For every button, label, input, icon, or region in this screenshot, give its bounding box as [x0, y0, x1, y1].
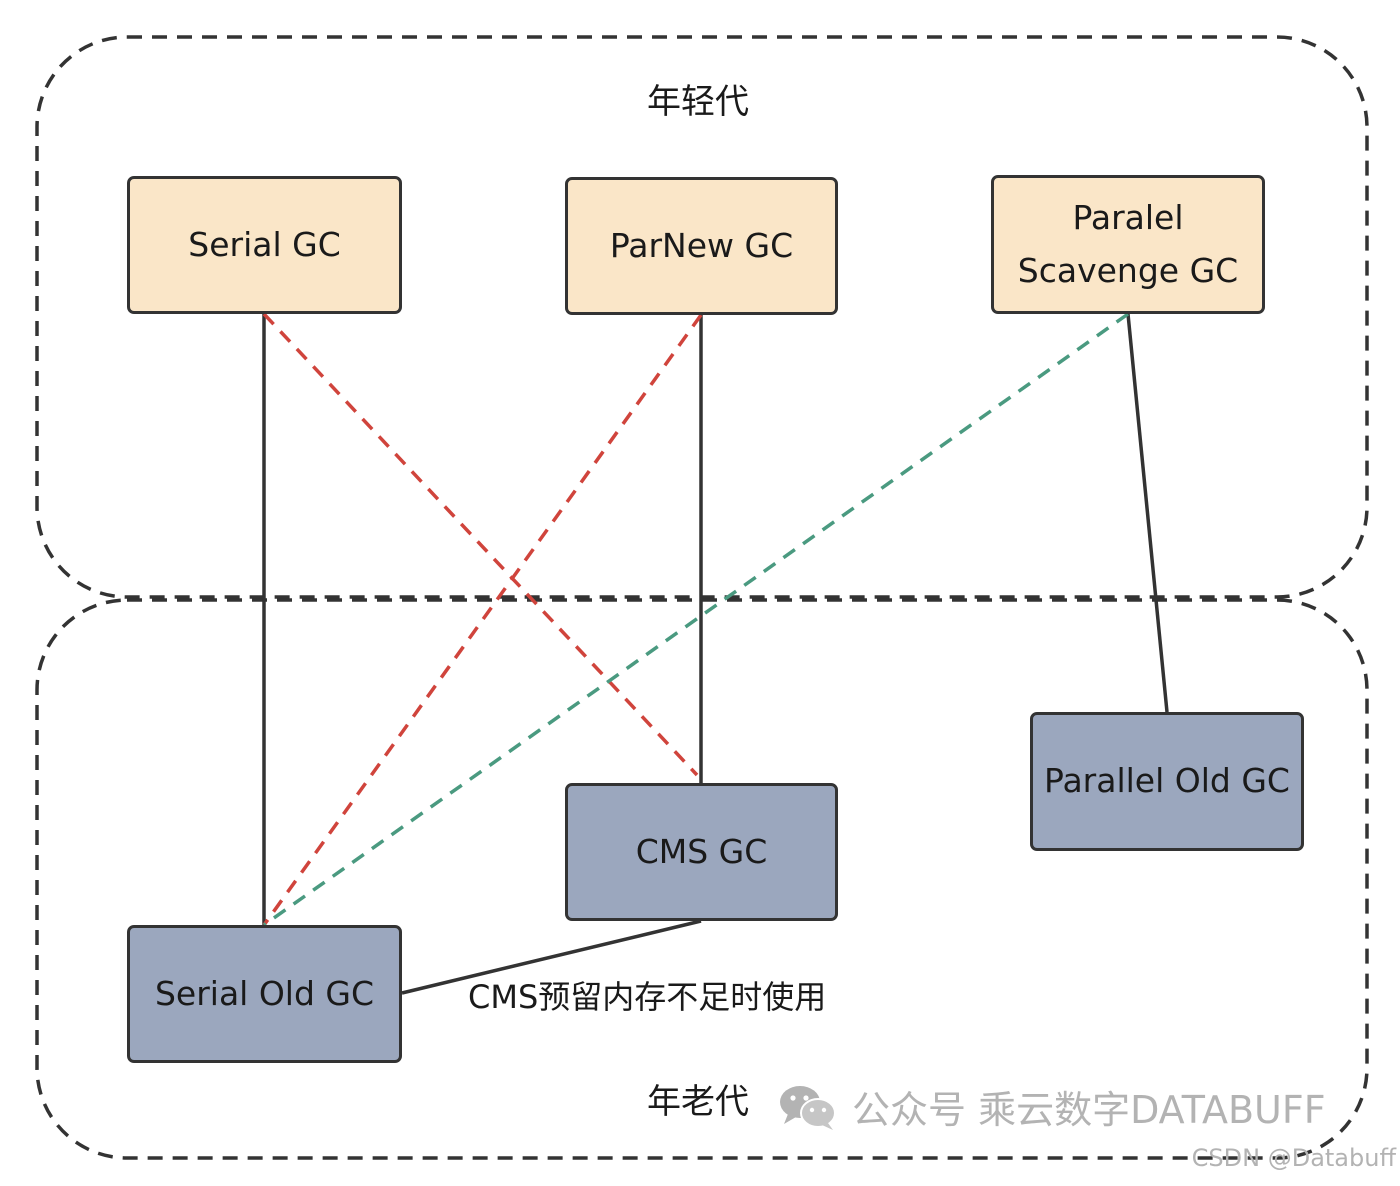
edge-parnew-to-serial-old-dashed [262, 313, 703, 927]
edge-parallel-scavenge-to-parallel-old [1126, 313, 1169, 713]
parallel-scavenge-gc-label: Paralel Scavenge GC [1017, 197, 1239, 290]
cms-fallback-note: CMS预留内存不足时使用 [468, 978, 827, 1016]
edge-parallel-scavenge-to-serial-old-dashed [262, 312, 1130, 927]
old-generation-label: 年老代 [647, 1082, 749, 1122]
parallel-scavenge-gc-box: Paralel Scavenge GC [991, 175, 1265, 314]
cms-gc-box: CMS GC [565, 783, 838, 921]
cms-gc-label: CMS GC [635, 831, 768, 871]
wechat-watermark: 公众号 乘云数字DATABUFF [778, 1079, 1326, 1134]
parnew-gc-box: ParNew GC [565, 177, 838, 315]
wechat-icon [780, 1085, 836, 1130]
csdn-watermark: CSDN @Databuff [1191, 1144, 1396, 1172]
serial-gc-box: Serial GC [127, 176, 402, 314]
serial-old-gc-label: Serial Old GC [154, 973, 375, 1013]
parallel-old-gc-box: Parallel Old GC [1030, 712, 1304, 851]
serial-old-gc-box: Serial Old GC [127, 925, 402, 1063]
serial-gc-label: Serial GC [188, 224, 341, 264]
parnew-gc-label: ParNew GC [609, 225, 794, 265]
young-generation-label: 年轻代 [647, 82, 749, 122]
edge-serial-to-cms-dashed [262, 312, 699, 777]
watermark-text: 公众号 乘云数字DATABUFF [852, 1088, 1326, 1132]
parallel-old-gc-label: Parallel Old GC [1044, 761, 1290, 801]
edge-cms-to-serial-old [401, 919, 702, 995]
